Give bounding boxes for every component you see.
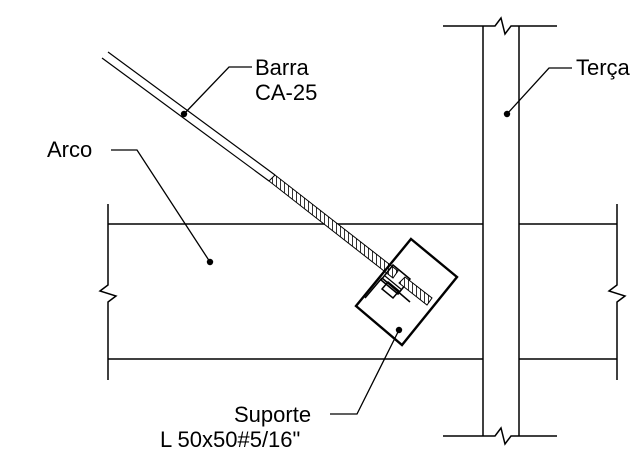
terca-member xyxy=(482,26,520,436)
barra-rod xyxy=(101,51,276,182)
label-barra-line1: Barra xyxy=(255,55,310,80)
label-barra-line2: CA-25 xyxy=(255,80,317,105)
label-suporte-line1: Suporte xyxy=(234,402,311,427)
terca-leader xyxy=(503,67,572,118)
arco-right-break-line xyxy=(607,204,627,380)
arco-leader xyxy=(111,149,214,266)
suporte-bracket xyxy=(354,237,459,347)
arco-left-break-line xyxy=(98,204,118,380)
barra-threaded-section xyxy=(268,174,399,279)
suporte-leader xyxy=(330,326,403,415)
terca-bottom-break-line xyxy=(443,426,557,446)
label-terca: Terça xyxy=(576,55,631,80)
terca-top-break-line xyxy=(443,16,557,36)
label-arco: Arco xyxy=(47,137,92,162)
barra-leader xyxy=(180,66,252,118)
label-suporte-line2: L 50x50#5/16" xyxy=(160,427,300,452)
arco-member xyxy=(108,223,617,360)
suporte-nut-assembly xyxy=(379,263,412,300)
barra-thread-through-bracket xyxy=(398,276,433,306)
